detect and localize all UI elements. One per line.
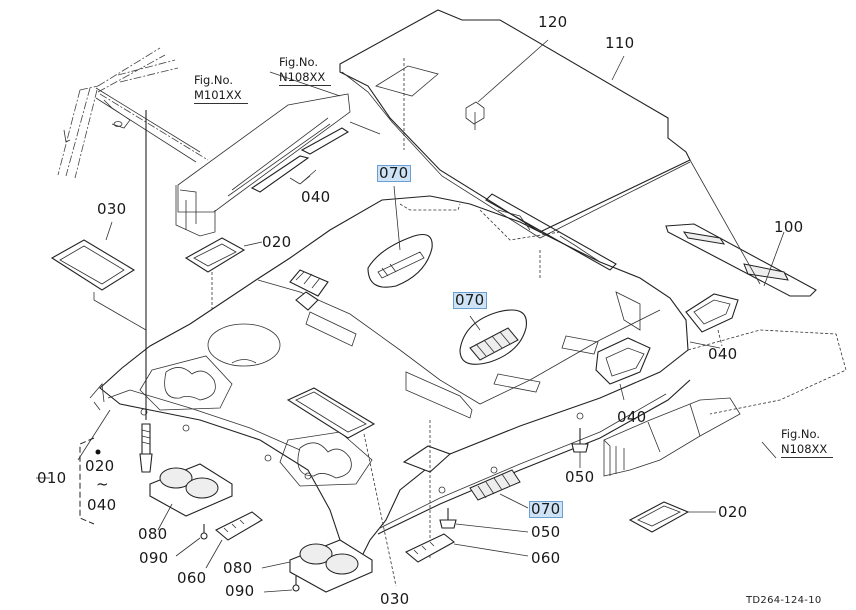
cupholder-recess-center (279, 431, 373, 487)
callout-070-bot[interactable]: 070 (529, 500, 563, 518)
dome-light-080-left (149, 463, 233, 531)
assembly-range-end: 040 (87, 496, 117, 514)
dome-light-080-bot (261, 539, 373, 593)
callout-040-mid[interactable]: 040 (617, 408, 647, 426)
callout-010[interactable]: 010 (37, 469, 67, 487)
switch-block-060-left (205, 511, 263, 569)
fig-ref-number: M101XX (194, 88, 248, 104)
roof-vents-left (289, 269, 329, 311)
callout-110[interactable]: 110 (605, 34, 635, 52)
louver-070-mid (459, 309, 527, 365)
fig-ref-m101xx[interactable]: Fig.No. M101XX (194, 73, 248, 104)
gasket-030-center (286, 387, 397, 587)
filter-100 (665, 159, 817, 297)
gasket-020-left (184, 237, 263, 310)
assembly-range-separator: ~ (96, 475, 109, 493)
fig-ref-n108xx-right[interactable]: Fig.No. N108XX (781, 427, 834, 458)
callout-030-bot[interactable]: 030 (380, 590, 410, 608)
fig-ref-number: N108XX (781, 442, 834, 458)
callout-070-top[interactable]: 070 (377, 164, 411, 182)
callout-040-top[interactable]: 040 (301, 188, 331, 206)
cupholder-recess-left (139, 355, 233, 411)
callout-100[interactable]: 100 (774, 218, 804, 236)
callout-060-bot[interactable]: 060 (531, 549, 561, 567)
gasket-040-right (685, 293, 739, 347)
duct-top (175, 93, 381, 237)
gasket-020-right (628, 501, 716, 533)
louver-070-bot (469, 469, 529, 509)
fig-ref-label: Fig.No. (781, 427, 821, 441)
gasket-040-mid (595, 337, 651, 401)
fig-ref-label: Fig.No. (194, 73, 234, 87)
bolt-050-right (571, 428, 589, 468)
drawing-code: TD264-124-10 (746, 595, 822, 606)
screw-090-bot (263, 576, 300, 593)
callout-090-left[interactable]: 090 (139, 549, 169, 567)
leader-lines (36, 71, 721, 479)
screw-090-left (175, 524, 208, 557)
roof-body (89, 193, 691, 561)
callout-020-left[interactable]: 020 (262, 233, 292, 251)
callout-070-mid[interactable]: 070 (453, 291, 487, 309)
callout-080-left[interactable]: 080 (138, 525, 168, 543)
fig-ref-number: N108XX (279, 70, 332, 86)
callout-050-bot[interactable]: 050 (531, 523, 561, 541)
callout-040-right[interactable]: 040 (708, 345, 738, 363)
assembly-range-start: 020 (85, 457, 115, 475)
callout-090-bot[interactable]: 090 (225, 582, 255, 600)
callout-020-right[interactable]: 020 (718, 503, 748, 521)
callout-120[interactable]: 120 (538, 13, 568, 31)
callout-060-left[interactable]: 060 (177, 569, 207, 587)
roof-mounting-holes (140, 408, 584, 494)
callout-030-left[interactable]: 030 (97, 200, 127, 218)
headliner-panel (339, 9, 691, 239)
gasket-030-left (50, 221, 147, 331)
duct-right (603, 329, 847, 477)
callout-080-bot[interactable]: 080 (223, 559, 253, 577)
assembly-marker-dot (95, 449, 101, 455)
cab-frame (57, 47, 209, 420)
gasket-center-vent (402, 420, 452, 560)
bolt-050-bot (439, 508, 529, 533)
bolt-left (139, 423, 153, 473)
switch-block-060-bot (404, 533, 529, 563)
fig-ref-n108xx-top[interactable]: Fig.No. N108XX (279, 55, 332, 86)
callout-050-right[interactable]: 050 (565, 468, 595, 486)
louver-070-top (367, 185, 433, 288)
assembly-bracket (79, 437, 101, 525)
fig-ref-label: Fig.No. (279, 55, 319, 69)
